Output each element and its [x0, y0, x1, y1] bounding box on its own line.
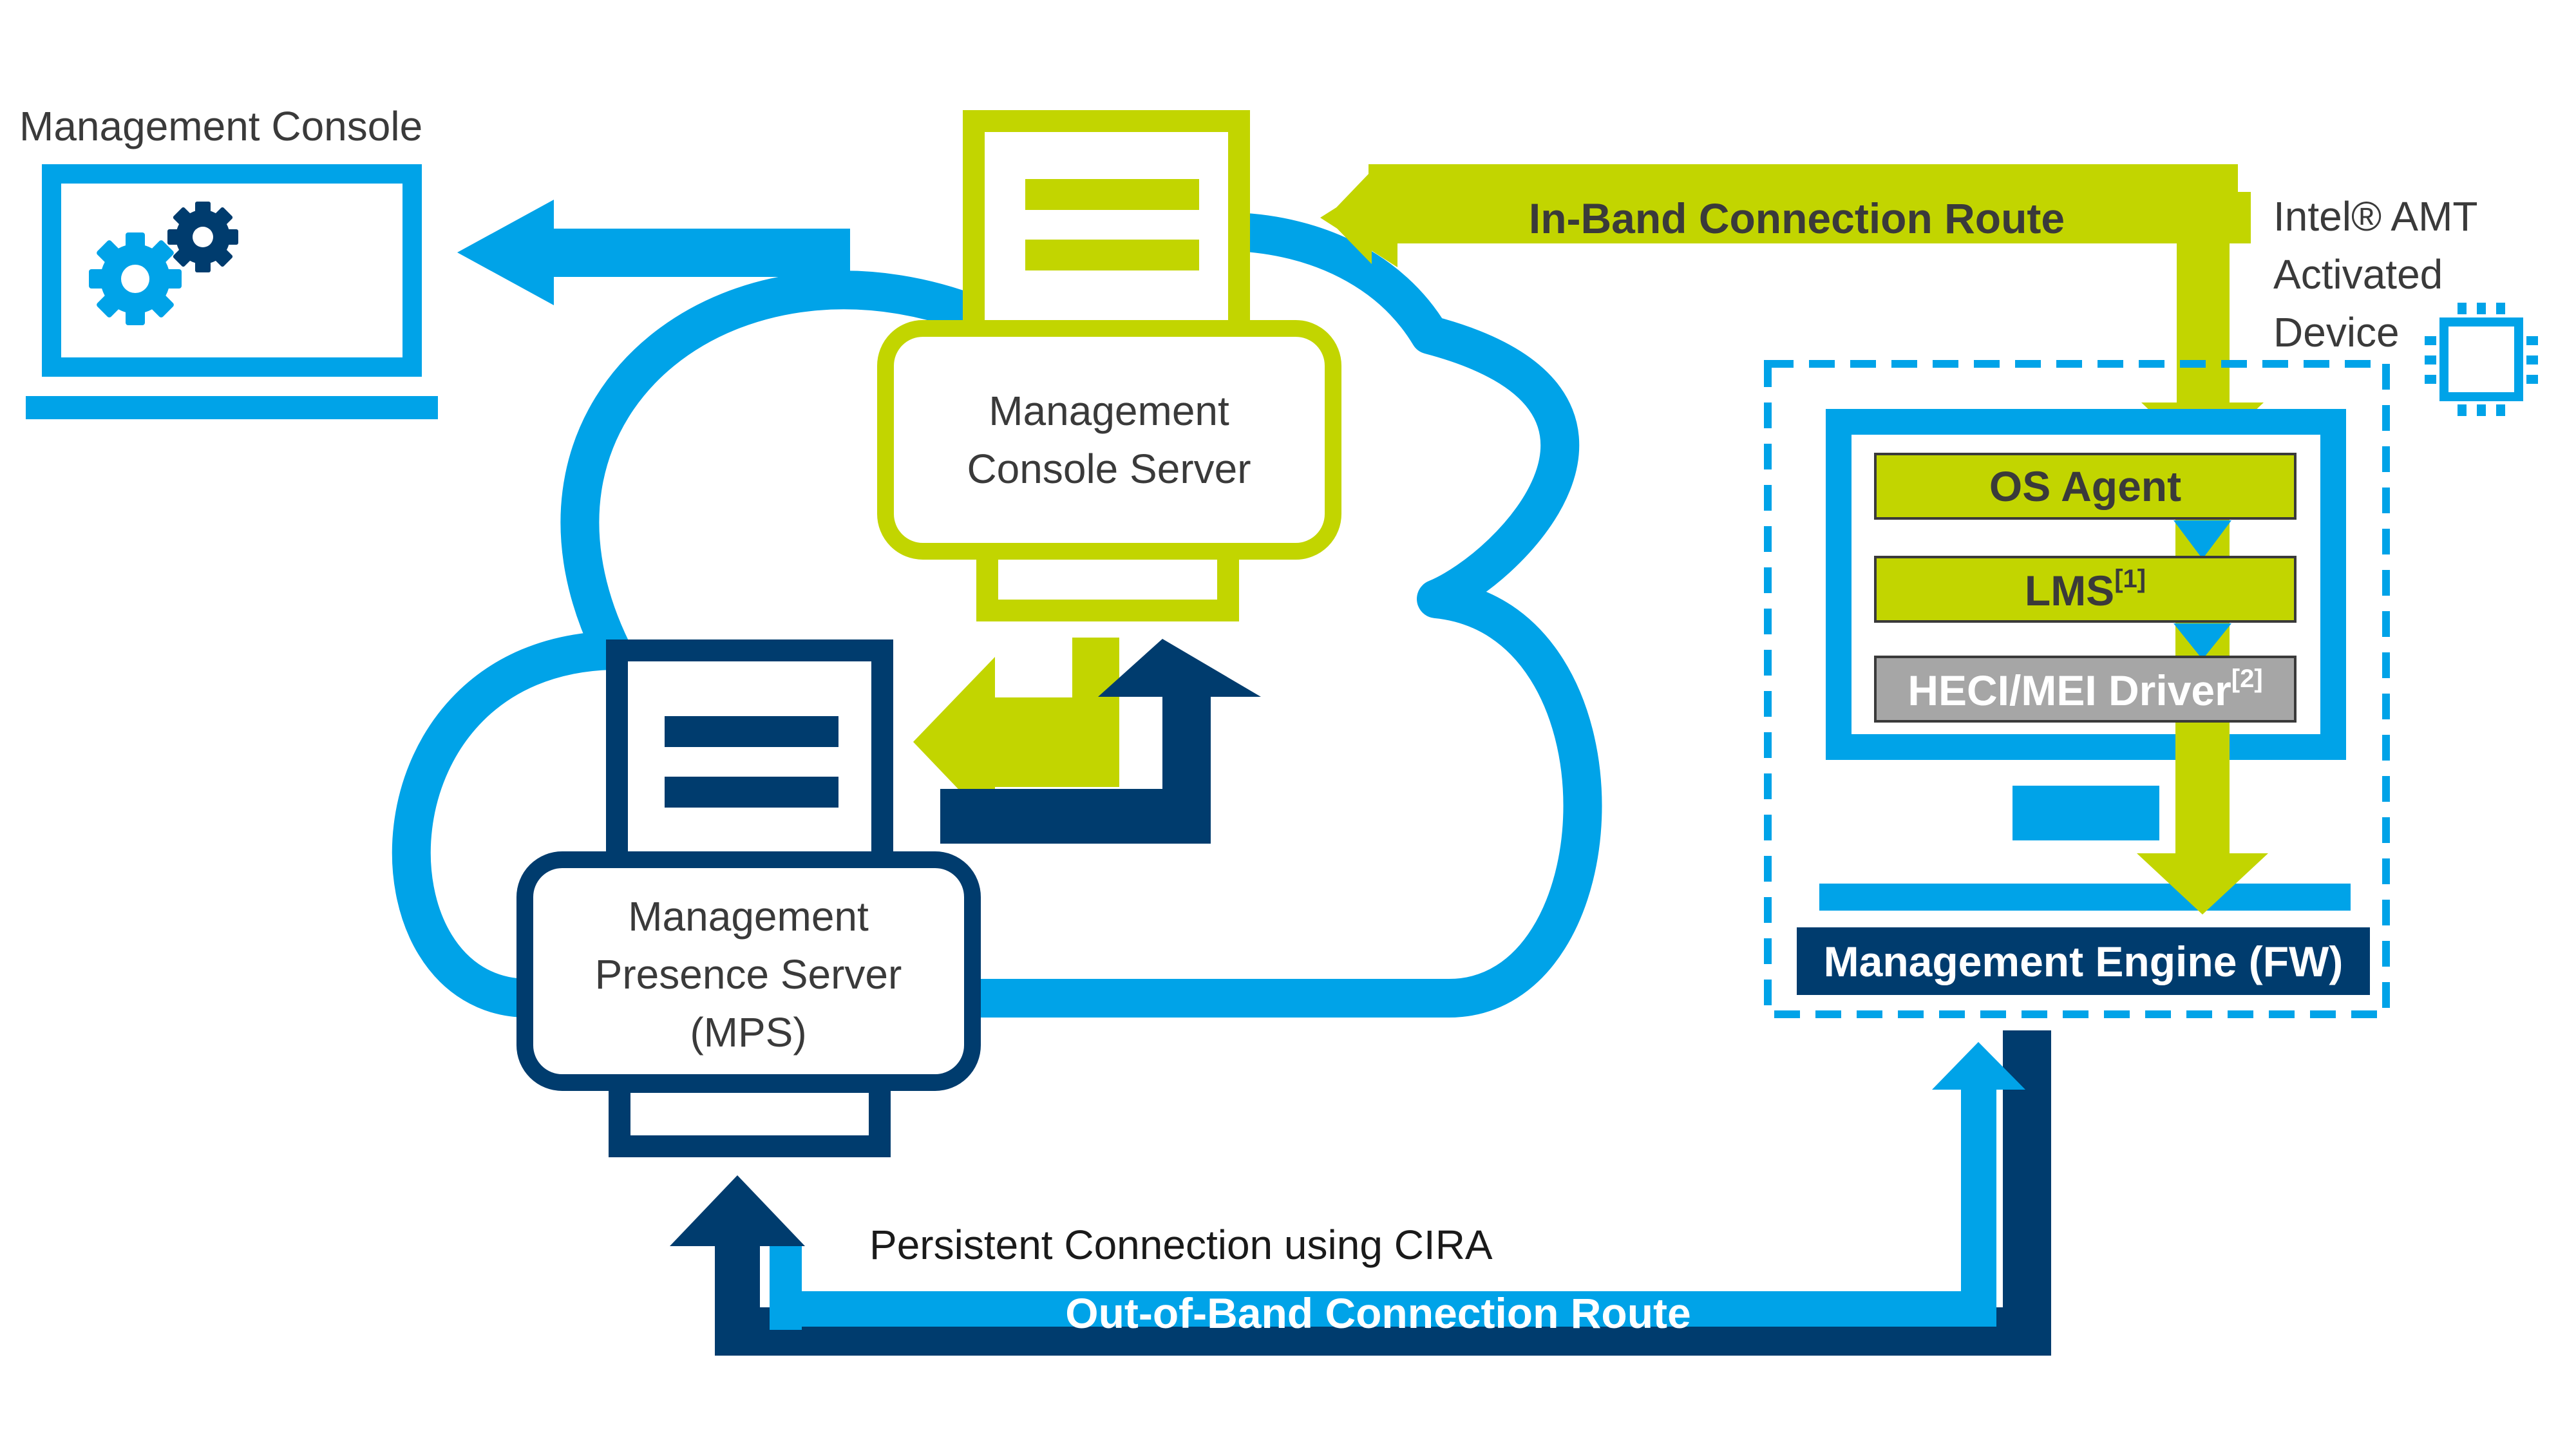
- device-label-line3: Device: [2273, 309, 2400, 355]
- os-agent-box: [1874, 453, 2297, 520]
- mps-label-line1: Management: [628, 893, 869, 940]
- in-band-route-arrow: [1327, 164, 2264, 460]
- management-console-label: Management Console: [19, 103, 422, 149]
- management-engine-box: [1797, 927, 2370, 995]
- arrow-console-to-mps: [913, 638, 1119, 828]
- heci-driver-label: HECI/MEI Driver[2]: [1908, 665, 2262, 714]
- lms-to-heci-arrow: [2174, 623, 2231, 659]
- lms-label: LMS[1]: [2025, 565, 2146, 614]
- device-label-line2: Activated: [2273, 251, 2443, 298]
- mps-server-icon: [516, 639, 981, 1157]
- out-of-band-route-inner: [770, 1042, 2025, 1330]
- os-agent-label: OS Agent: [1989, 462, 2181, 510]
- lms-footnote: [1]: [2114, 565, 2146, 593]
- os-agent-to-lms-arrow: [2174, 520, 2231, 559]
- console-server-icon: [877, 110, 1341, 621]
- lms-box: [1874, 556, 2297, 623]
- arrow-mps-to-console: [940, 639, 1261, 844]
- console-server-label-line1: Management: [989, 388, 1229, 434]
- laptop-icon: [26, 164, 438, 419]
- device-label-line1: Intel® AMT: [2273, 193, 2477, 240]
- chip-icon: [2425, 303, 2538, 416]
- stack-flow-arrowhead: [2137, 853, 2268, 914]
- mps-label-line2: Presence Server: [595, 951, 902, 998]
- console-server-label-line2: Console Server: [967, 446, 1251, 492]
- management-engine-label: Management Engine (FW): [1824, 938, 2344, 985]
- in-band-route-arrowhead: [1320, 169, 1397, 267]
- mps-label-line3: (MPS): [690, 1009, 806, 1056]
- in-band-route-label: In-Band Connection Route: [1529, 194, 2065, 242]
- persistent-connection-label: Persistent Connection using CIRA: [869, 1222, 1493, 1268]
- out-of-band-route-label: Out-of-Band Connection Route: [1065, 1289, 1691, 1337]
- device-boundary: [1764, 360, 2390, 1018]
- gears-icon: [89, 202, 238, 325]
- heci-driver-box: [1874, 656, 2297, 723]
- arrow-to-console: [457, 200, 850, 305]
- heci-footnote: [2]: [2231, 665, 2263, 693]
